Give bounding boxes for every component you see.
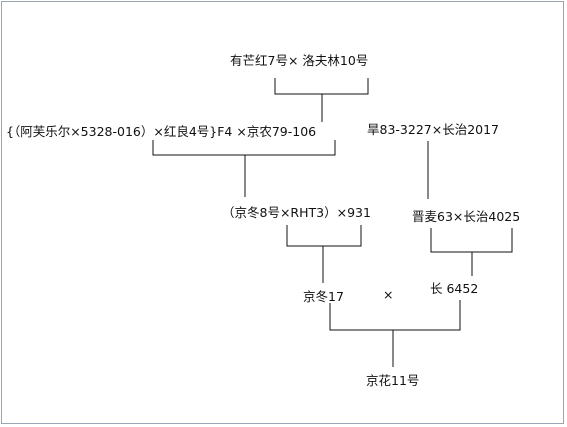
bracket-final	[329, 300, 461, 331]
cultivar-label: 京花11号	[366, 373, 420, 388]
cross-parents-label: 有芒红7号× 洛夫林10号	[230, 53, 369, 68]
line-a-complex-label: {（阿芙乐尔×5328-016）×红良4号}F4 ×京农79-106	[6, 124, 317, 139]
parent-left-label: 京冬17	[303, 289, 344, 304]
line-b-mid-label: 晋麦63×长治4025	[412, 209, 521, 224]
cross-symbol: ×	[383, 287, 394, 302]
line-b-cross-label: 旱83-3227×长治2017	[367, 122, 500, 137]
parent-right-label: 长 6452	[430, 281, 479, 296]
line-a-cross-label: （京冬8号×RHT3）×931	[222, 205, 371, 220]
bracket-jingdong	[286, 225, 362, 247]
bracket-jinmai	[430, 228, 513, 253]
bracket-top	[274, 78, 369, 95]
bracket-line-a	[152, 140, 336, 156]
